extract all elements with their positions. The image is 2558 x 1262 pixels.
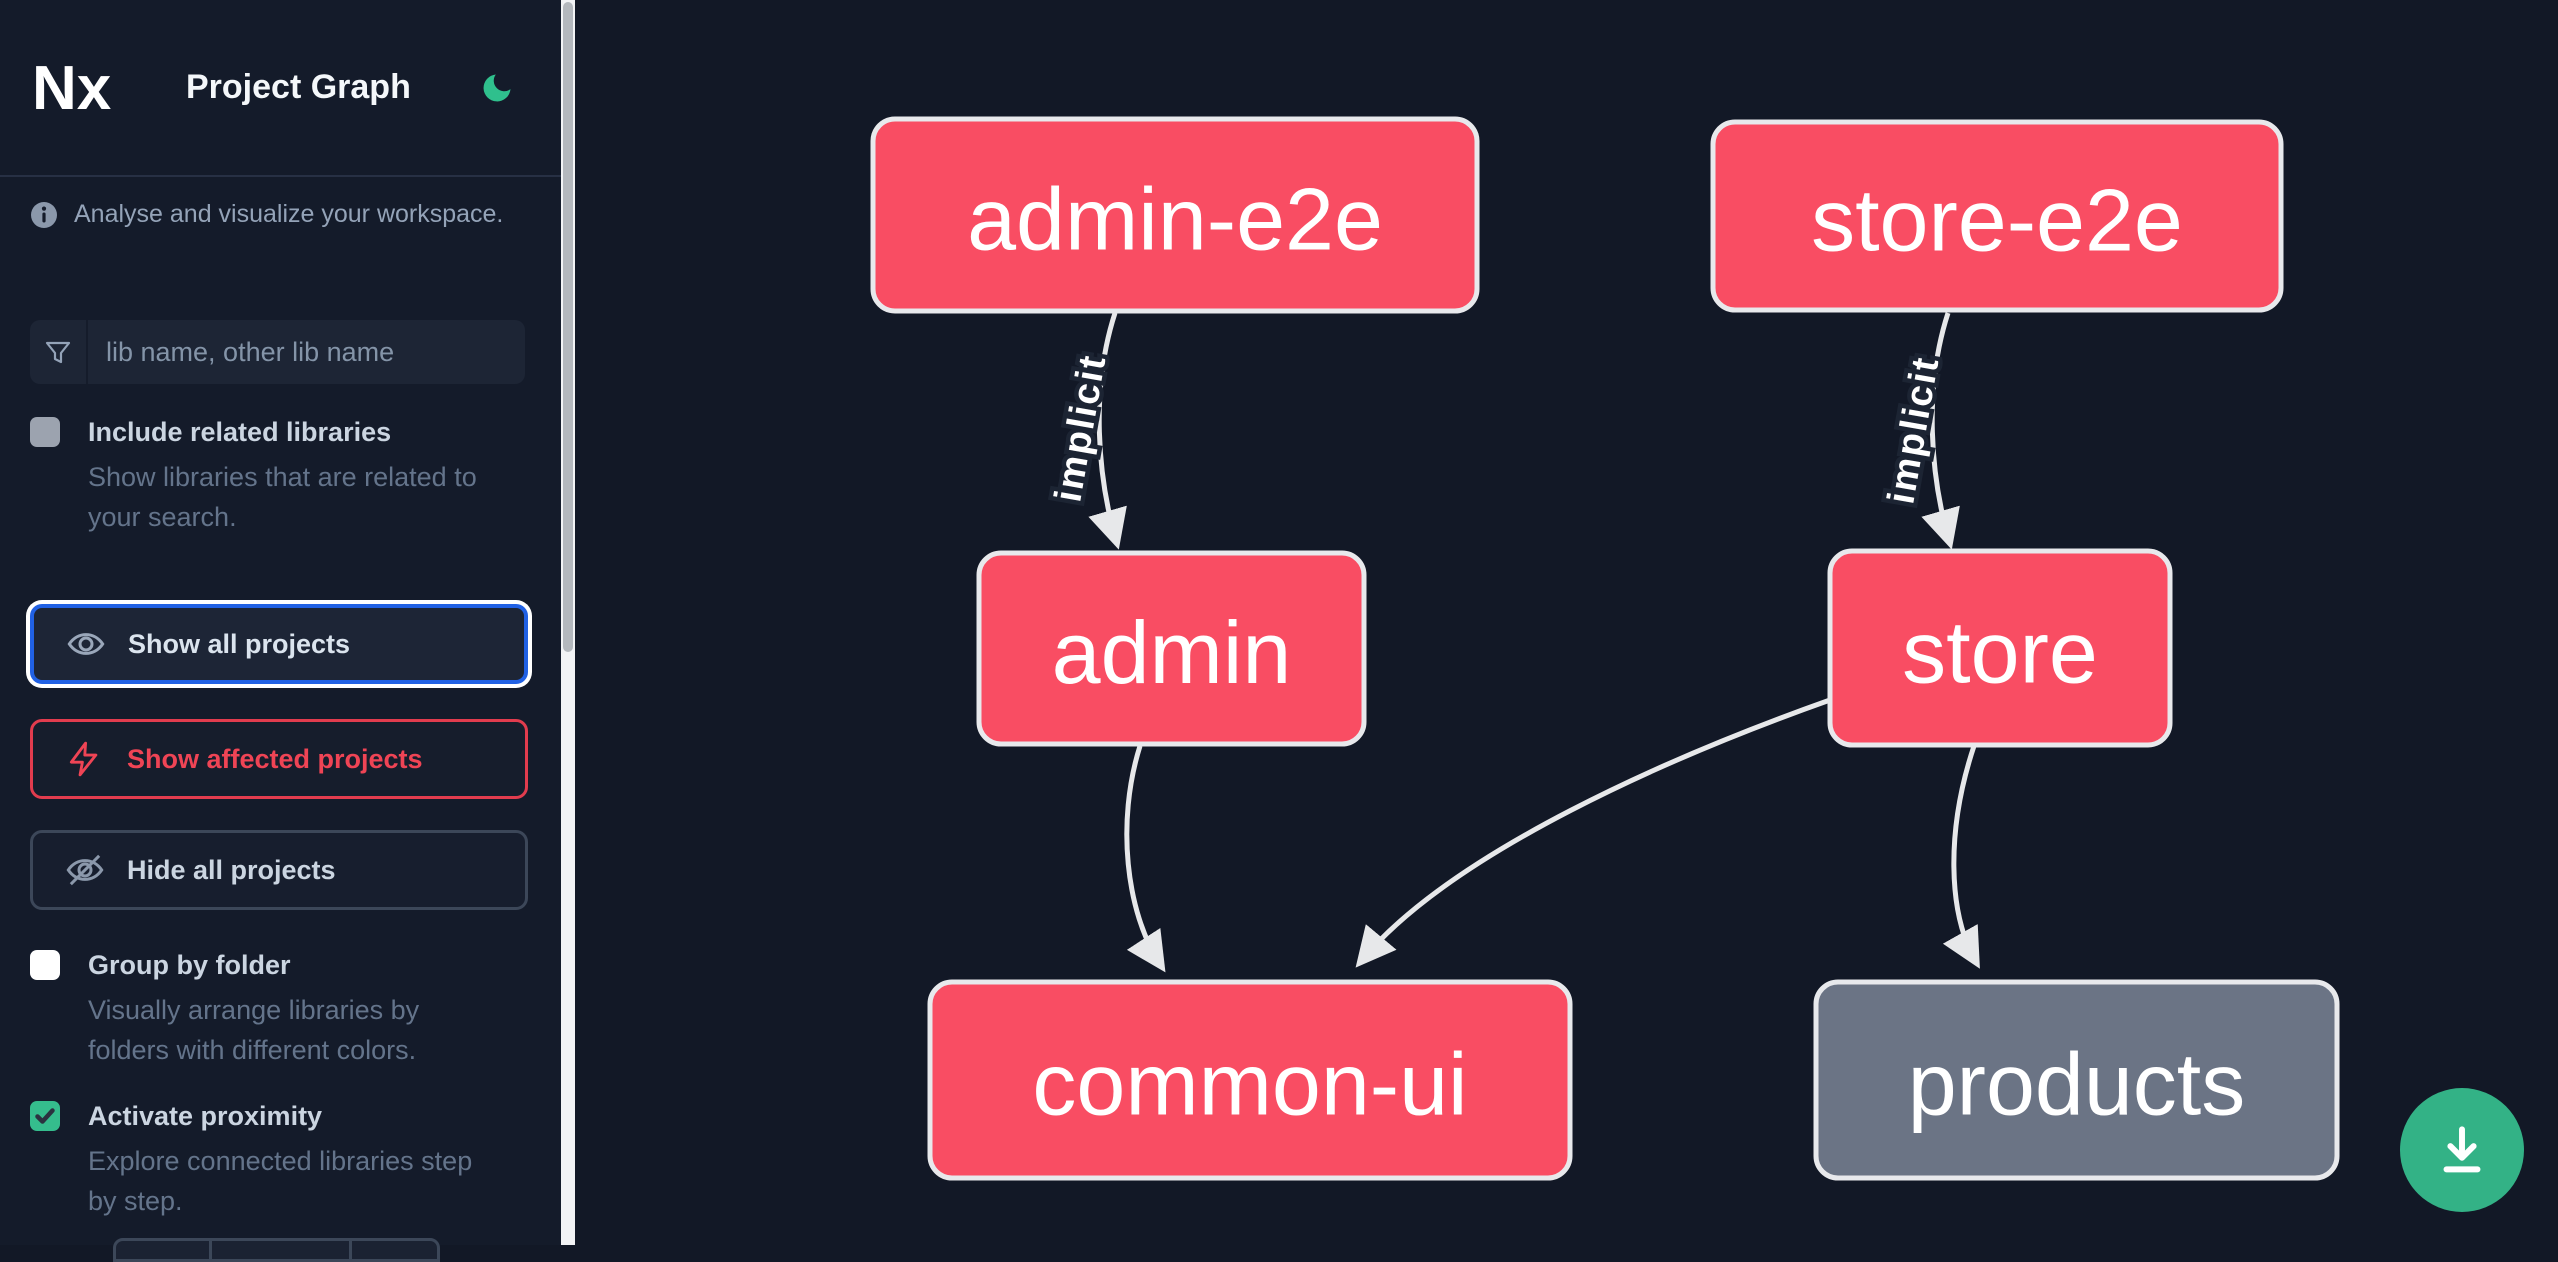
graph-node-common-ui[interactable]: common-ui [927, 979, 1573, 1181]
graph-node-admin-e2e[interactable]: admin-e2e [870, 116, 1480, 314]
graph-node-store-e2e[interactable]: store-e2e [1710, 119, 2284, 313]
graph-edge-store-common-ui[interactable] [1355, 697, 1831, 968]
option-label: Activate proximity [88, 1101, 323, 1131]
button-label: Show affected projects [127, 743, 423, 774]
graph-edge-admin-common-ui[interactable] [1124, 745, 1166, 973]
header-divider [0, 175, 561, 177]
tagline-text: Analyse and visualize your workspace. [74, 200, 504, 228]
check-icon [35, 1108, 55, 1124]
option-description: Show libraries that are related to your … [88, 462, 477, 532]
proximity-stepper[interactable] [113, 1238, 440, 1262]
option-include-related-libraries: Include related libraries Show libraries… [30, 415, 478, 537]
eye-off-icon [65, 850, 109, 890]
graph-node-admin[interactable]: admin [976, 550, 1367, 747]
moon-icon [483, 74, 511, 101]
button-label: Hide all projects [127, 854, 336, 885]
graph-edge-store-e2e-store[interactable] [1921, 312, 1960, 550]
button-label: Show all projects [128, 628, 351, 659]
stepper-decrement[interactable] [116, 1241, 212, 1259]
stepper-value [212, 1241, 352, 1259]
checkbox-activate-proximity[interactable] [30, 1101, 60, 1131]
sidebar-scrollbar-thumb[interactable] [563, 2, 573, 652]
checkbox-group-by-folder[interactable] [30, 950, 60, 980]
eye-icon [66, 624, 110, 664]
svg-text:admin: admin [1052, 603, 1292, 702]
search-box [30, 320, 525, 384]
svg-text:store-e2e: store-e2e [1811, 171, 2183, 270]
option-label: Group by folder [88, 950, 291, 980]
option-group-by-folder: Group by folder Visually arrange librari… [30, 948, 478, 1070]
show-all-projects-button[interactable]: Show all projects [30, 604, 528, 684]
stepper-increment[interactable] [352, 1241, 437, 1259]
info-icon [31, 201, 57, 228]
graph-node-products[interactable]: products [1813, 979, 2340, 1181]
download-graph-button[interactable] [2400, 1088, 2524, 1212]
theme-toggle-button[interactable] [477, 68, 517, 108]
download-icon [2443, 1126, 2481, 1173]
svg-text:store: store [1902, 603, 2098, 702]
funnel-icon [30, 320, 88, 384]
search-input[interactable] [88, 320, 525, 384]
option-activate-proximity: Activate proximity Explore connected lib… [30, 1099, 478, 1221]
lightning-icon [65, 740, 109, 778]
checkbox-include-related[interactable] [30, 417, 60, 447]
hide-all-projects-button[interactable]: Hide all projects [30, 830, 528, 910]
graph-edge-admin-e2e-admin[interactable] [1088, 312, 1127, 550]
sidebar-header: Nx Project Graph [0, 0, 561, 175]
svg-text:Nx: Nx [32, 54, 112, 123]
svg-text:admin-e2e: admin-e2e [967, 170, 1383, 269]
nx-logo-icon: Nx [32, 54, 112, 123]
workspace-tagline: Analyse and visualize your workspace. [30, 200, 503, 229]
sidebar: Nx Project Graph Analyse and visualize y… [0, 0, 561, 1262]
option-description: Visually arrange libraries by folders wi… [88, 995, 420, 1065]
svg-text:products: products [1908, 1035, 2246, 1134]
sidebar-scrollbar-track [561, 0, 575, 1245]
option-label: Include related libraries [88, 417, 392, 447]
show-affected-projects-button[interactable]: Show affected projects [30, 719, 528, 799]
option-description: Explore connected libraries step by step… [88, 1146, 473, 1216]
graph-edge-store-products[interactable] [1942, 745, 1980, 969]
page-title: Project Graph [186, 68, 411, 106]
svg-text:common-ui: common-ui [1032, 1035, 1467, 1134]
graph-node-store[interactable]: store [1827, 548, 2173, 748]
